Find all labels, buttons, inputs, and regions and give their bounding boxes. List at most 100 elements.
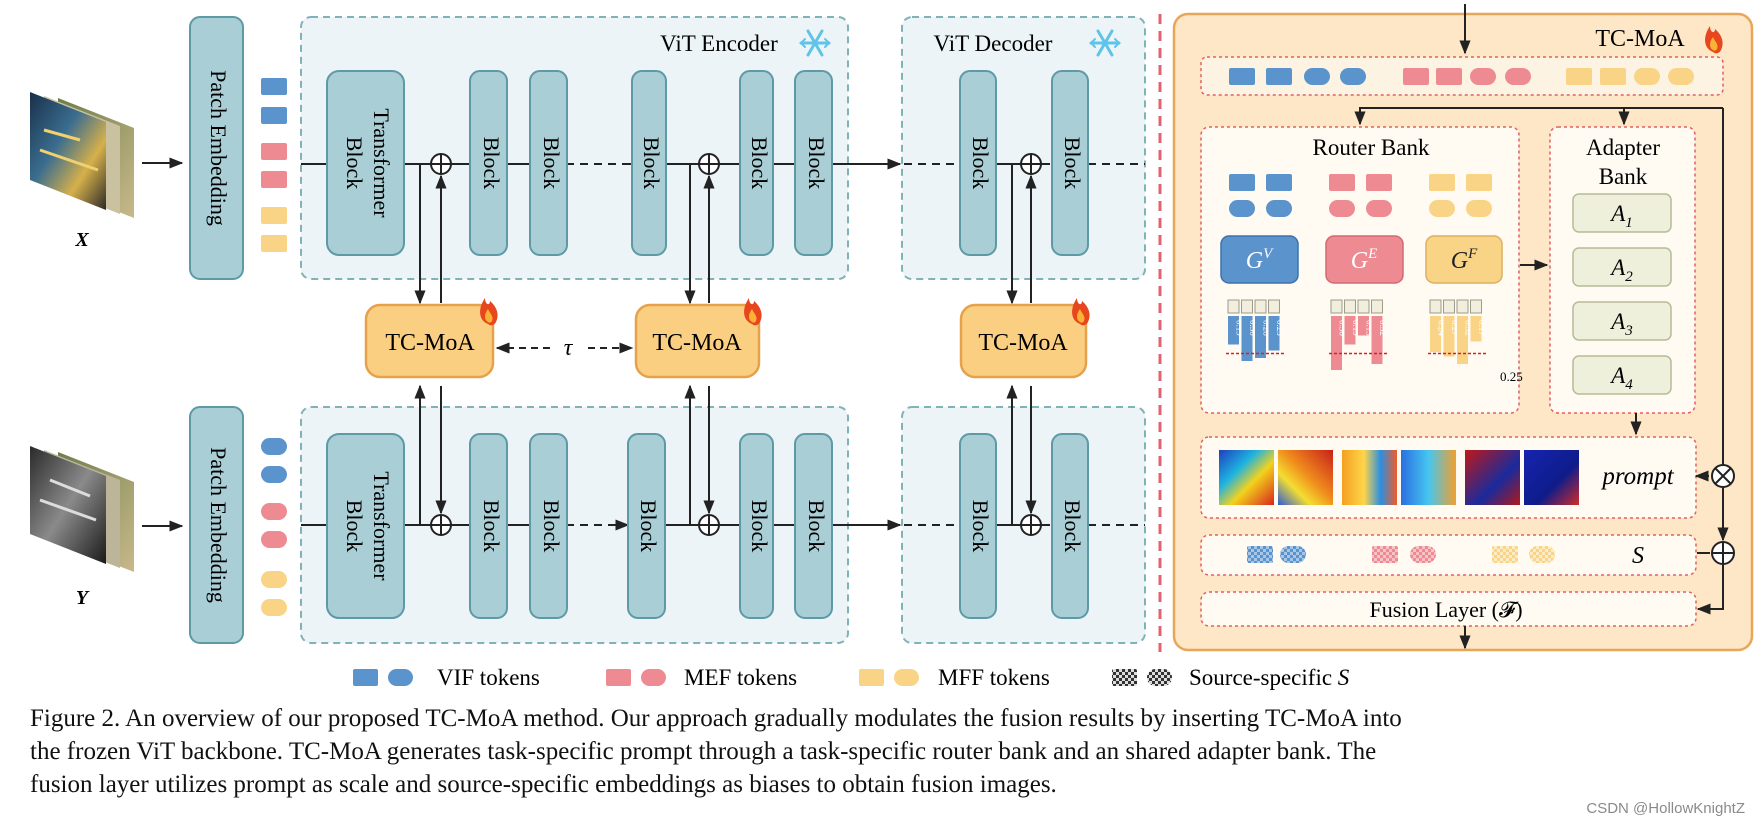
add-node xyxy=(1711,541,1735,565)
flame-icon xyxy=(1705,26,1723,54)
svg-text:Block: Block xyxy=(747,500,772,553)
add-node xyxy=(430,153,1042,536)
router-weight-cell xyxy=(1241,299,1253,314)
router-weight-label: 0.32 xyxy=(1464,320,1474,336)
router-weight-cell xyxy=(1443,299,1455,314)
block-top-6: Block xyxy=(959,70,997,256)
transformer-block-bottom: Transformer Block xyxy=(326,433,405,619)
router-weight-cell xyxy=(1344,299,1356,314)
svg-text:Block: Block xyxy=(1060,137,1085,190)
svg-text:Block: Block xyxy=(342,137,367,190)
router-weight-cell xyxy=(1470,299,1482,314)
source-specific-row xyxy=(1200,534,1697,576)
router-weight-bar xyxy=(1228,316,1239,345)
threshold-label: 0.25 xyxy=(1500,369,1523,384)
svg-text:TC-MoA: TC-MoA xyxy=(652,330,742,356)
source-specific-label: S xyxy=(1632,543,1644,569)
adapter-bank-title-line2: Bank xyxy=(1599,164,1648,189)
snowflake-icon xyxy=(1089,29,1121,57)
router-weight-label: 0.24 xyxy=(1437,320,1447,336)
caption-line: Figure 2. An overview of our proposed TC… xyxy=(30,705,1402,732)
flame-icon xyxy=(1072,298,1090,326)
router-weight-label: 0.32 xyxy=(1378,320,1388,336)
bank-routing-lines xyxy=(1354,107,1724,476)
router-weight-label: 0.36 xyxy=(1338,320,1348,336)
fusion-layer xyxy=(1200,591,1697,627)
legend-item-source-specific: Source-specific S xyxy=(1112,665,1350,690)
tc-moa-module-3: TC-MoA xyxy=(959,303,1088,379)
router-weight-bar xyxy=(1358,316,1369,336)
patch-embedding-bottom-label: Patch Embedding xyxy=(206,447,231,603)
router-weight-cell xyxy=(1429,299,1442,314)
tc-moa-module-2: TC-MoA xyxy=(634,303,761,379)
block-top-4: Block xyxy=(739,70,774,256)
block-bottom-5: Block xyxy=(794,433,833,619)
source-specific-tokens xyxy=(1247,546,1555,563)
router-weight-bar xyxy=(1268,316,1280,351)
svg-text:Block: Block xyxy=(804,137,829,190)
block-top-3: Block xyxy=(631,70,667,256)
flame-icon xyxy=(744,298,762,326)
router-weight-bar xyxy=(1457,316,1468,364)
caption-line: the frozen ViT backbone. TC-MoA generate… xyxy=(30,738,1377,765)
router-weight-cell xyxy=(1268,299,1280,314)
svg-text:Block: Block xyxy=(479,137,504,190)
snowflake-icon xyxy=(799,29,831,57)
token-stack-bottom xyxy=(261,438,287,616)
svg-text:Block: Block xyxy=(968,137,993,190)
gate-mef: GE xyxy=(1325,235,1404,284)
fusion-layer-label: Fusion Layer (𝓕) xyxy=(1369,597,1522,622)
router-weight-label: 0.13 xyxy=(1365,320,1375,336)
svg-text:Block: Block xyxy=(539,500,564,553)
input-label-y: Y xyxy=(76,587,90,609)
block-top-1: Block xyxy=(469,70,508,256)
svg-text:Block: Block xyxy=(636,500,661,553)
router-weight-bar xyxy=(1344,316,1356,345)
block-bottom-2: Block xyxy=(529,433,568,619)
input-image-x xyxy=(30,92,134,218)
adapter-bank-title-line1: Adapter xyxy=(1586,135,1660,160)
vit-encoder-region-top xyxy=(300,16,849,280)
router-weight-cell xyxy=(1254,299,1267,314)
panel-token-group xyxy=(1229,68,1694,85)
block-bottom-1: Block xyxy=(469,433,508,619)
router-weight-cell xyxy=(1227,299,1240,314)
router-weight-label: 0.17 xyxy=(1477,320,1487,336)
panel-title: TC-MoA xyxy=(1595,26,1685,52)
svg-text:VIF tokens: VIF tokens xyxy=(437,665,540,690)
legend: VIF tokens MEF tokens MFF tokens Source-… xyxy=(353,665,1350,690)
flame-icon xyxy=(480,298,498,326)
svg-text:Block: Block xyxy=(479,500,504,553)
router-bank-title: Router Bank xyxy=(1313,135,1430,160)
block-bottom-4: Block xyxy=(739,433,774,619)
router-weight-cell xyxy=(1371,299,1383,314)
router-weight-label: 0.28 xyxy=(1262,320,1272,336)
svg-text:Block: Block xyxy=(968,500,993,553)
block-bottom-6: Block xyxy=(959,433,997,619)
router-weight-cell xyxy=(1330,299,1343,314)
svg-text:MEF tokens: MEF tokens xyxy=(684,665,797,690)
router-weight-bar xyxy=(1430,316,1441,352)
router-weight-label: 0.19 xyxy=(1351,320,1361,336)
gate-vif: GV xyxy=(1220,235,1299,284)
svg-text:Block: Block xyxy=(539,137,564,190)
router-weight-bar xyxy=(1443,316,1455,357)
router-weight-label: 0.19 xyxy=(1235,320,1245,336)
adapter-2: A2 xyxy=(1572,247,1672,287)
fusion-flow-lines xyxy=(1459,470,1729,650)
token-stack-top xyxy=(261,78,287,252)
input-label-x: X xyxy=(74,229,89,251)
svg-text:A3: A3 xyxy=(1609,309,1633,339)
multiply-node xyxy=(1711,464,1735,488)
svg-text:GE: GE xyxy=(1351,246,1378,274)
block-top-2: Block xyxy=(529,70,568,256)
router-weight-bar xyxy=(1470,316,1482,342)
legend-item-mff: MFF tokens xyxy=(859,665,1050,690)
transformer-block-top: Transformer Block xyxy=(326,70,405,256)
vit-decoder-region-top xyxy=(901,16,1146,280)
svg-text:TC-MoA: TC-MoA xyxy=(978,330,1068,356)
svg-text:A4: A4 xyxy=(1609,363,1633,393)
legend-item-mef: MEF tokens xyxy=(606,665,797,690)
prompt-label: prompt xyxy=(1600,463,1674,490)
